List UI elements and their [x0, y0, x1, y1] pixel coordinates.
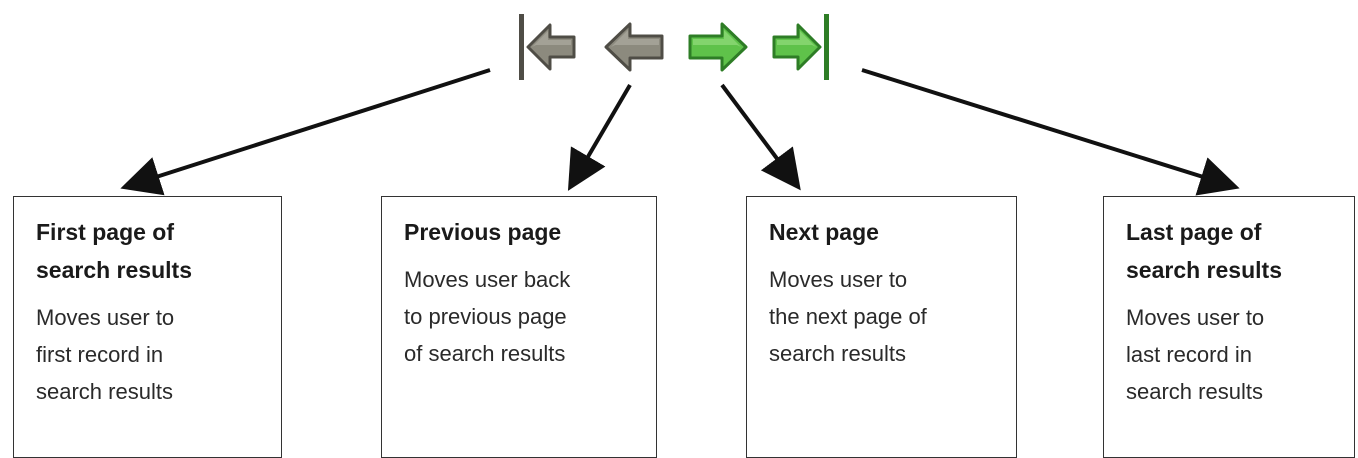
connector-prev: [567, 83, 632, 191]
previous-page-button[interactable]: [602, 12, 666, 82]
box-description: Moves user to last record in search resu…: [1126, 305, 1265, 404]
last-page-icon: [772, 14, 829, 80]
box-description: Moves user back to previous page of sear…: [404, 267, 571, 366]
box-description: Moves user to the next page of search re…: [769, 267, 927, 366]
box-title: First page of search results: [36, 219, 192, 283]
first-page-button[interactable]: [516, 12, 580, 82]
next-page-button[interactable]: [686, 12, 750, 82]
last-page-button[interactable]: [768, 12, 832, 82]
box-title: Next page: [769, 219, 879, 245]
first-page-icon: [519, 14, 576, 80]
next-page-icon: [688, 22, 748, 72]
previous-page-icon: [604, 22, 664, 72]
previous-page-description-box: Previous page Moves user back to previou…: [381, 196, 657, 458]
connector-first: [120, 68, 491, 196]
last-page-description-box: Last page of search results Moves user t…: [1103, 196, 1355, 458]
box-title: Previous page: [404, 219, 562, 245]
first-page-description-box: First page of search results Moves user …: [13, 196, 282, 458]
connector-last: [861, 68, 1240, 196]
box-description: Moves user to first record in search res…: [36, 305, 175, 404]
connector-next: [720, 83, 801, 191]
box-title: Last page of search results: [1126, 219, 1282, 283]
next-page-description-box: Next page Moves user to the next page of…: [746, 196, 1017, 458]
